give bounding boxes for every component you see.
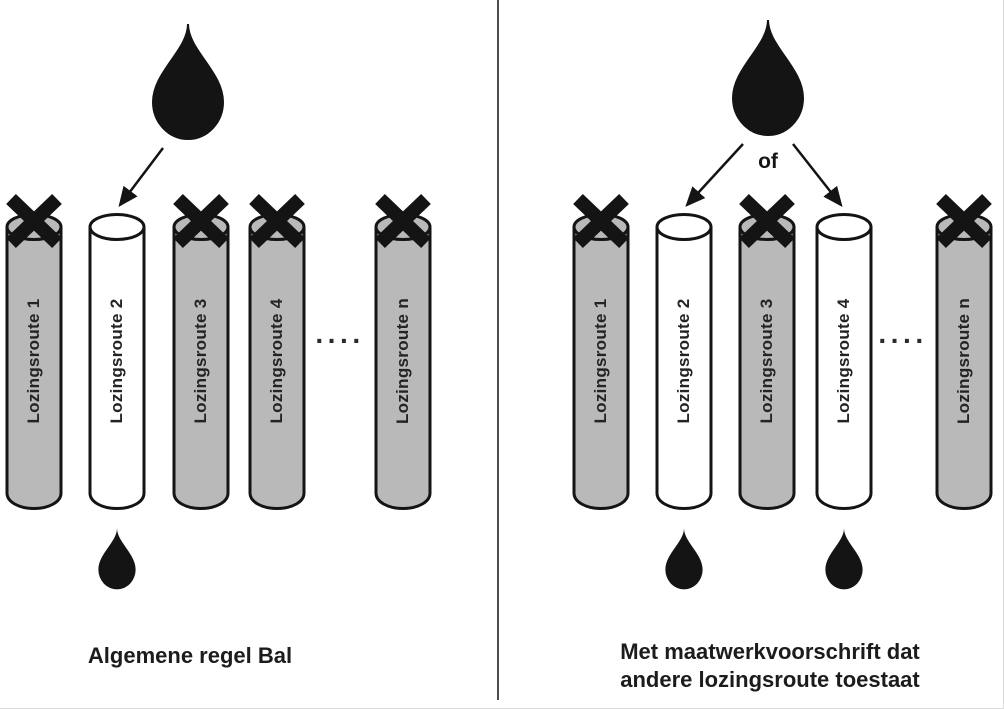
route-cylinder-4: Lozingsroute 4 (248, 212, 306, 511)
blocked-x-icon (173, 193, 229, 249)
blocked-x-icon (739, 193, 795, 249)
source-drop-icon (151, 23, 225, 140)
route-cylinder-1: Lozingsroute 1 (5, 212, 63, 511)
route-cylinder-2: Lozingsroute 2 (88, 212, 146, 511)
route-cylinder-3: Lozingsroute 3 (172, 212, 230, 511)
panel-caption: Met maatwerkvoorschrift dat andere lozin… (570, 638, 970, 694)
caption-line: Met maatwerkvoorschrift dat (620, 639, 920, 664)
ellipsis-dots: ···· (315, 325, 365, 356)
open-route-pipe (655, 213, 713, 511)
route-cylinder-4: Lozingsroute 4 (815, 212, 873, 511)
route-label: Lozingsroute 1 (24, 298, 43, 424)
route-label: Lozingsroute 1 (591, 298, 610, 424)
open-route-pipe (815, 213, 873, 511)
route-label: Lozingsroute 4 (267, 298, 286, 424)
route-label: Lozingsroute n (393, 297, 412, 425)
or-label: of (758, 150, 778, 173)
panel-general-rule: Lozingsroute 1 Lozingsroute 2 Lozingsroute… (0, 0, 497, 708)
blocked-x-icon (375, 193, 431, 249)
blocked-x-icon (936, 193, 992, 249)
discharge-drop-icon (98, 528, 136, 590)
blocked-x-icon (249, 193, 305, 249)
open-route-pipe (88, 213, 146, 511)
route-cylinder-1: Lozingsroute 1 (572, 212, 630, 511)
drop-to-route-arrow (792, 143, 843, 207)
ellipsis-dots: ···· (878, 325, 928, 356)
panel-divider (497, 0, 499, 700)
discharge-drop-icon (665, 528, 703, 590)
caption-line: Algemene regel Bal (87, 643, 293, 668)
caption-line: andere lozingsroute toestaat (620, 667, 920, 693)
route-label: Lozingsroute 3 (757, 298, 776, 424)
route-label: Lozingsroute 2 (107, 298, 126, 424)
route-cylinder-5: Lozingsroute n (374, 212, 432, 511)
blocked-x-icon (6, 193, 62, 249)
blocked-x-icon (573, 193, 629, 249)
route-label: Lozingsroute 2 (674, 298, 693, 424)
source-drop-icon (731, 19, 805, 136)
route-cylinder-5: Lozingsroute n (935, 212, 993, 511)
discharge-drop-icon (825, 528, 863, 590)
panel-graphics: Lozingsroute 1 Lozingsroute 2 Lozingsroute… (0, 0, 497, 708)
blocked-route-pipe (572, 213, 630, 511)
drop-to-route-arrow (685, 143, 744, 207)
drop-to-route-arrow (118, 147, 164, 207)
route-cylinder-2: Lozingsroute 2 (655, 212, 713, 511)
route-label: Lozingsroute 3 (191, 298, 210, 424)
route-cylinder-3: Lozingsroute 3 (738, 212, 796, 511)
panel-caption: Algemene regel Bal (0, 642, 380, 670)
route-label: Lozingsroute 4 (834, 298, 853, 424)
route-label: Lozingsroute n (954, 297, 973, 425)
